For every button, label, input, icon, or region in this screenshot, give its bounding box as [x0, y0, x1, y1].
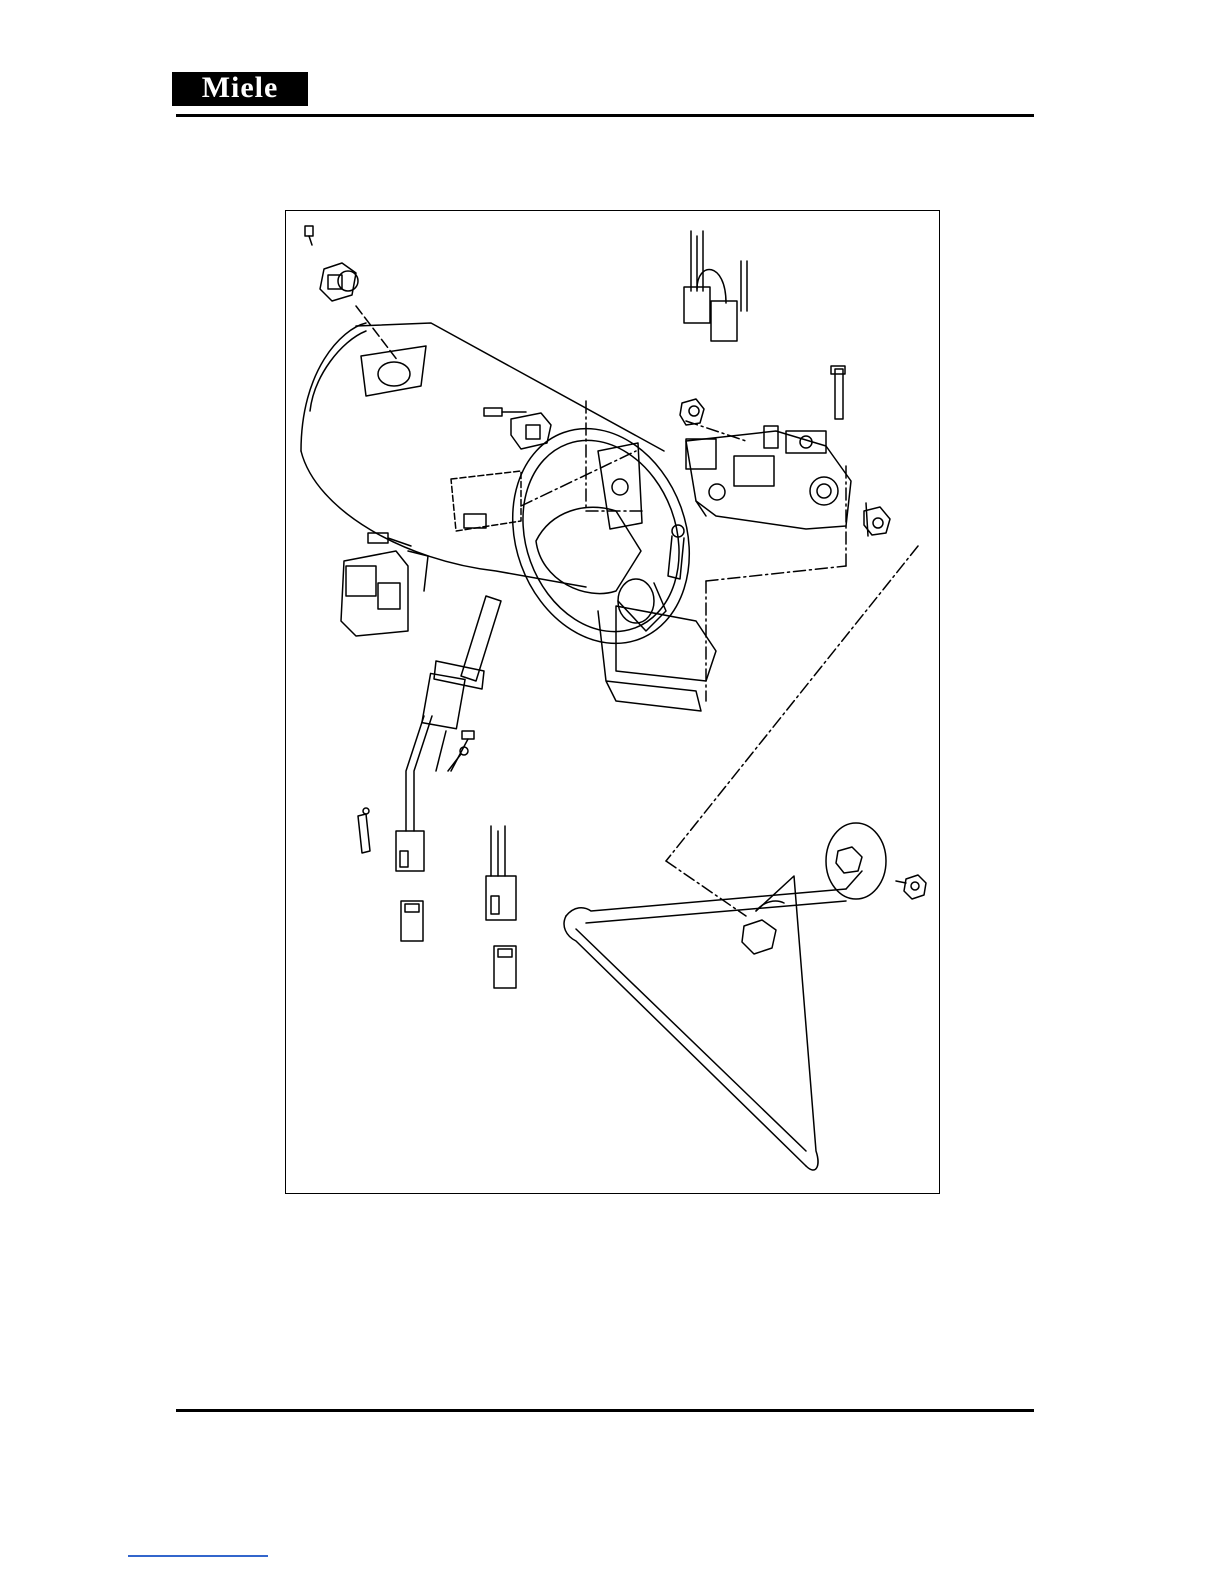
header-rule [176, 114, 1034, 117]
connector-icon [396, 831, 424, 871]
footer-link-underline[interactable] [128, 1555, 268, 1557]
burner-tube-icon [618, 579, 666, 631]
logo-text: Miele [202, 71, 279, 105]
terminal-icon [358, 808, 370, 853]
wire-harness-icon [684, 231, 747, 341]
connector-icon [401, 901, 423, 941]
screw-icon [668, 525, 684, 579]
pressure-switch-icon [484, 408, 551, 449]
connector-icon [494, 946, 516, 988]
miele-logo: Miele [172, 72, 308, 106]
connector-icon [486, 876, 516, 920]
screw-icon [305, 226, 313, 245]
wire-icon [491, 826, 505, 876]
thermostat-sensor-icon [320, 263, 358, 301]
igniter-icon [406, 596, 501, 831]
exploded-parts-diagram [285, 210, 940, 1194]
burner-cylinder-icon [301, 323, 718, 668]
footer-rule [176, 1409, 1034, 1412]
nut-icon [896, 875, 926, 899]
screw-icon [448, 747, 468, 771]
pipe-fitting-icon [864, 503, 890, 536]
relay-module-icon [341, 533, 428, 636]
gas-tube-icon [564, 823, 886, 1170]
gas-valve-icon [680, 366, 851, 529]
